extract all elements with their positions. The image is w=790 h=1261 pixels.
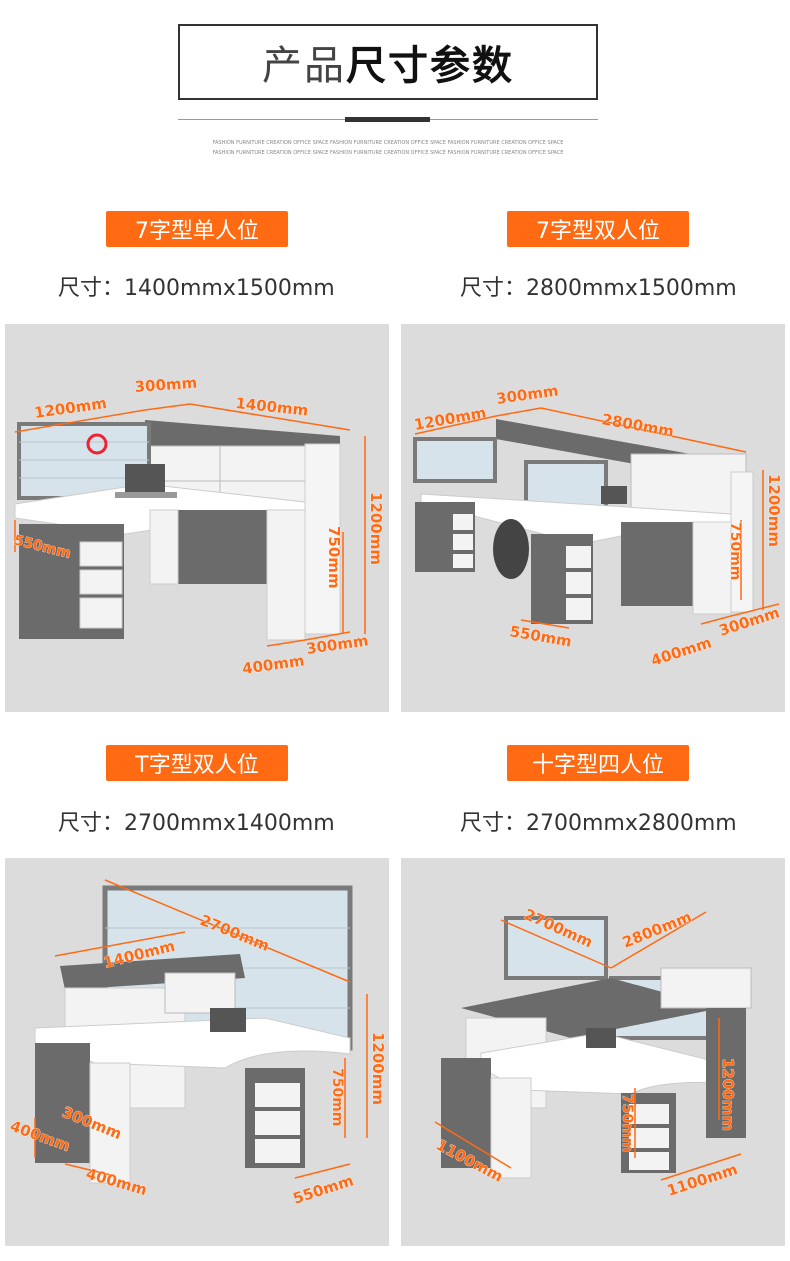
product-image-3: 2700mm 1400mm 1200mm 750mm 300mm 400mm 4… [5,858,389,1246]
dim-750: 750mm [727,522,743,580]
decorative-tagline-2: FASHION FURNITURE CREATION OFFICE SPACE … [212,150,564,156]
decorative-tagline-1: FASHION FURNITURE CREATION OFFICE SPACE … [212,140,564,146]
title-rule-right [430,119,598,120]
dim-750: 750mm [325,526,343,589]
title-light-part: 产品 [262,43,346,89]
title-rule-left [178,119,345,120]
product-size-1: 尺寸：1400mmx1500mm [58,276,335,301]
dim-750: 750mm [619,1094,635,1152]
dim-750: 750mm [329,1068,345,1126]
product-image-4: 2700mm 2800mm 1200mm 750mm 1100mm 1100mm [401,858,785,1246]
desk-diagram-2: 1200mm 300mm 2800mm 1200mm 750mm 550mm 4… [401,324,785,712]
dim-1200-vertical: 1200mm [765,474,783,547]
product-size-4: 尺寸：2700mmx2800mm [460,811,737,836]
title-rule-accent [345,117,430,122]
desk-diagram-3: 2700mm 1400mm 1200mm 750mm 300mm 400mm 4… [5,858,389,1246]
product-badge-3: T字型双人位 [106,745,288,781]
product-badge-2: 7字型双人位 [507,211,689,247]
page-title: 产品尺寸参数 [178,24,598,100]
dim-300: 300mm [134,374,198,396]
product-size-3: 尺寸：2700mmx1400mm [58,811,335,836]
product-image-2: 1200mm 300mm 2800mm 1200mm 750mm 550mm 4… [401,324,785,712]
desk-diagram-1: 1200mm 300mm 1400mm 550mm 750mm 1200mm 4… [5,324,389,712]
dim-1200-vertical: 1200mm [369,1032,387,1105]
title-bold-part: 尺寸参数 [346,43,514,89]
product-badge-1: 7字型单人位 [106,211,288,247]
product-image-1: 1200mm 300mm 1400mm 550mm 750mm 1200mm 4… [5,324,389,712]
dim-1200-vertical: 1200mm [719,1058,737,1131]
desk-diagram-4: 2700mm 2800mm 1200mm 750mm 1100mm 1100mm [401,858,785,1246]
product-size-2: 尺寸：2800mmx1500mm [460,276,737,301]
dim-1200-vertical: 1200mm [367,492,385,565]
product-badge-4: 十字型四人位 [507,745,689,781]
